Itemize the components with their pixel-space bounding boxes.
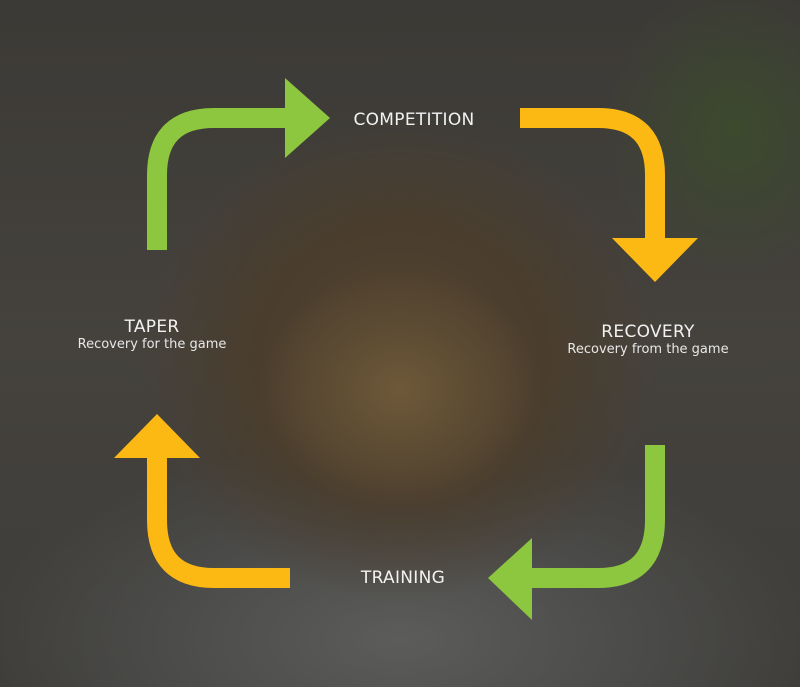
stage-title: RECOVERY <box>601 322 695 342</box>
stage-title: COMPETITION <box>353 110 475 130</box>
stage-training: TRAINING <box>361 568 445 588</box>
stage-subtitle: Recovery from the game <box>567 342 729 357</box>
arrowhead-left-icon <box>488 538 532 620</box>
arrowhead-up-icon <box>114 414 200 458</box>
arrow-competition-to-recovery <box>520 108 665 240</box>
stage-recovery: RECOVERY Recovery from the game <box>567 322 728 357</box>
arrowhead-down-icon <box>612 238 698 282</box>
stage-subtitle: Recovery for the game <box>77 337 227 352</box>
stage-title: TRAINING <box>360 568 446 588</box>
stage-taper: TAPER Recovery for the game <box>78 317 227 352</box>
stage-title: TAPER <box>124 317 180 337</box>
arrow-taper-to-competition <box>147 108 290 250</box>
arrowhead-right-icon <box>285 78 330 158</box>
arrow-recovery-to-training <box>530 445 665 588</box>
arrow-training-to-taper <box>147 455 290 588</box>
stage-competition: COMPETITION <box>353 110 474 130</box>
